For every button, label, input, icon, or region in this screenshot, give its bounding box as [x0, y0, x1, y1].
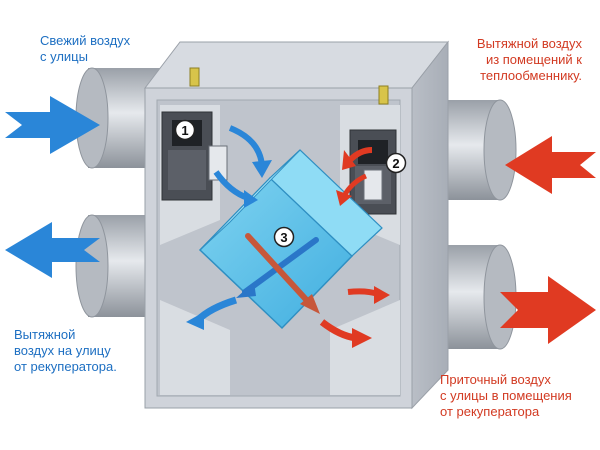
arrow-fresh-in — [5, 96, 100, 154]
svg-text:2: 2 — [392, 156, 399, 171]
arrow-supply-out — [500, 276, 596, 344]
marker-3: 3 — [273, 226, 295, 248]
flow-arrow-exhaust-out-inner — [186, 296, 238, 330]
flow-arrow-supply-inner — [319, 286, 390, 348]
flow-arrow-exhaust-inner — [336, 147, 373, 206]
flow-arrow-fresh-inner — [213, 125, 272, 208]
label-exhaust-out: Вытяжной воздух на улицу от рекуператора… — [14, 327, 117, 374]
label-exhaust-in: Вытяжной воздух из помещений к теплообме… — [476, 36, 582, 83]
svg-text:1: 1 — [181, 123, 188, 138]
label-supply-air: Приточный воздух с улицы в помещения от … — [440, 372, 572, 419]
marker-2: 2 — [385, 152, 407, 174]
svg-text:3: 3 — [280, 230, 287, 245]
exchange-cross — [236, 233, 320, 314]
arrow-exhaust-in — [505, 136, 596, 194]
label-fresh-air: Свежий воздух с улицы — [40, 33, 131, 64]
arrow-exhaust-out — [5, 222, 100, 278]
fan-right — [349, 129, 397, 215]
marker-1: 1 — [174, 119, 196, 141]
